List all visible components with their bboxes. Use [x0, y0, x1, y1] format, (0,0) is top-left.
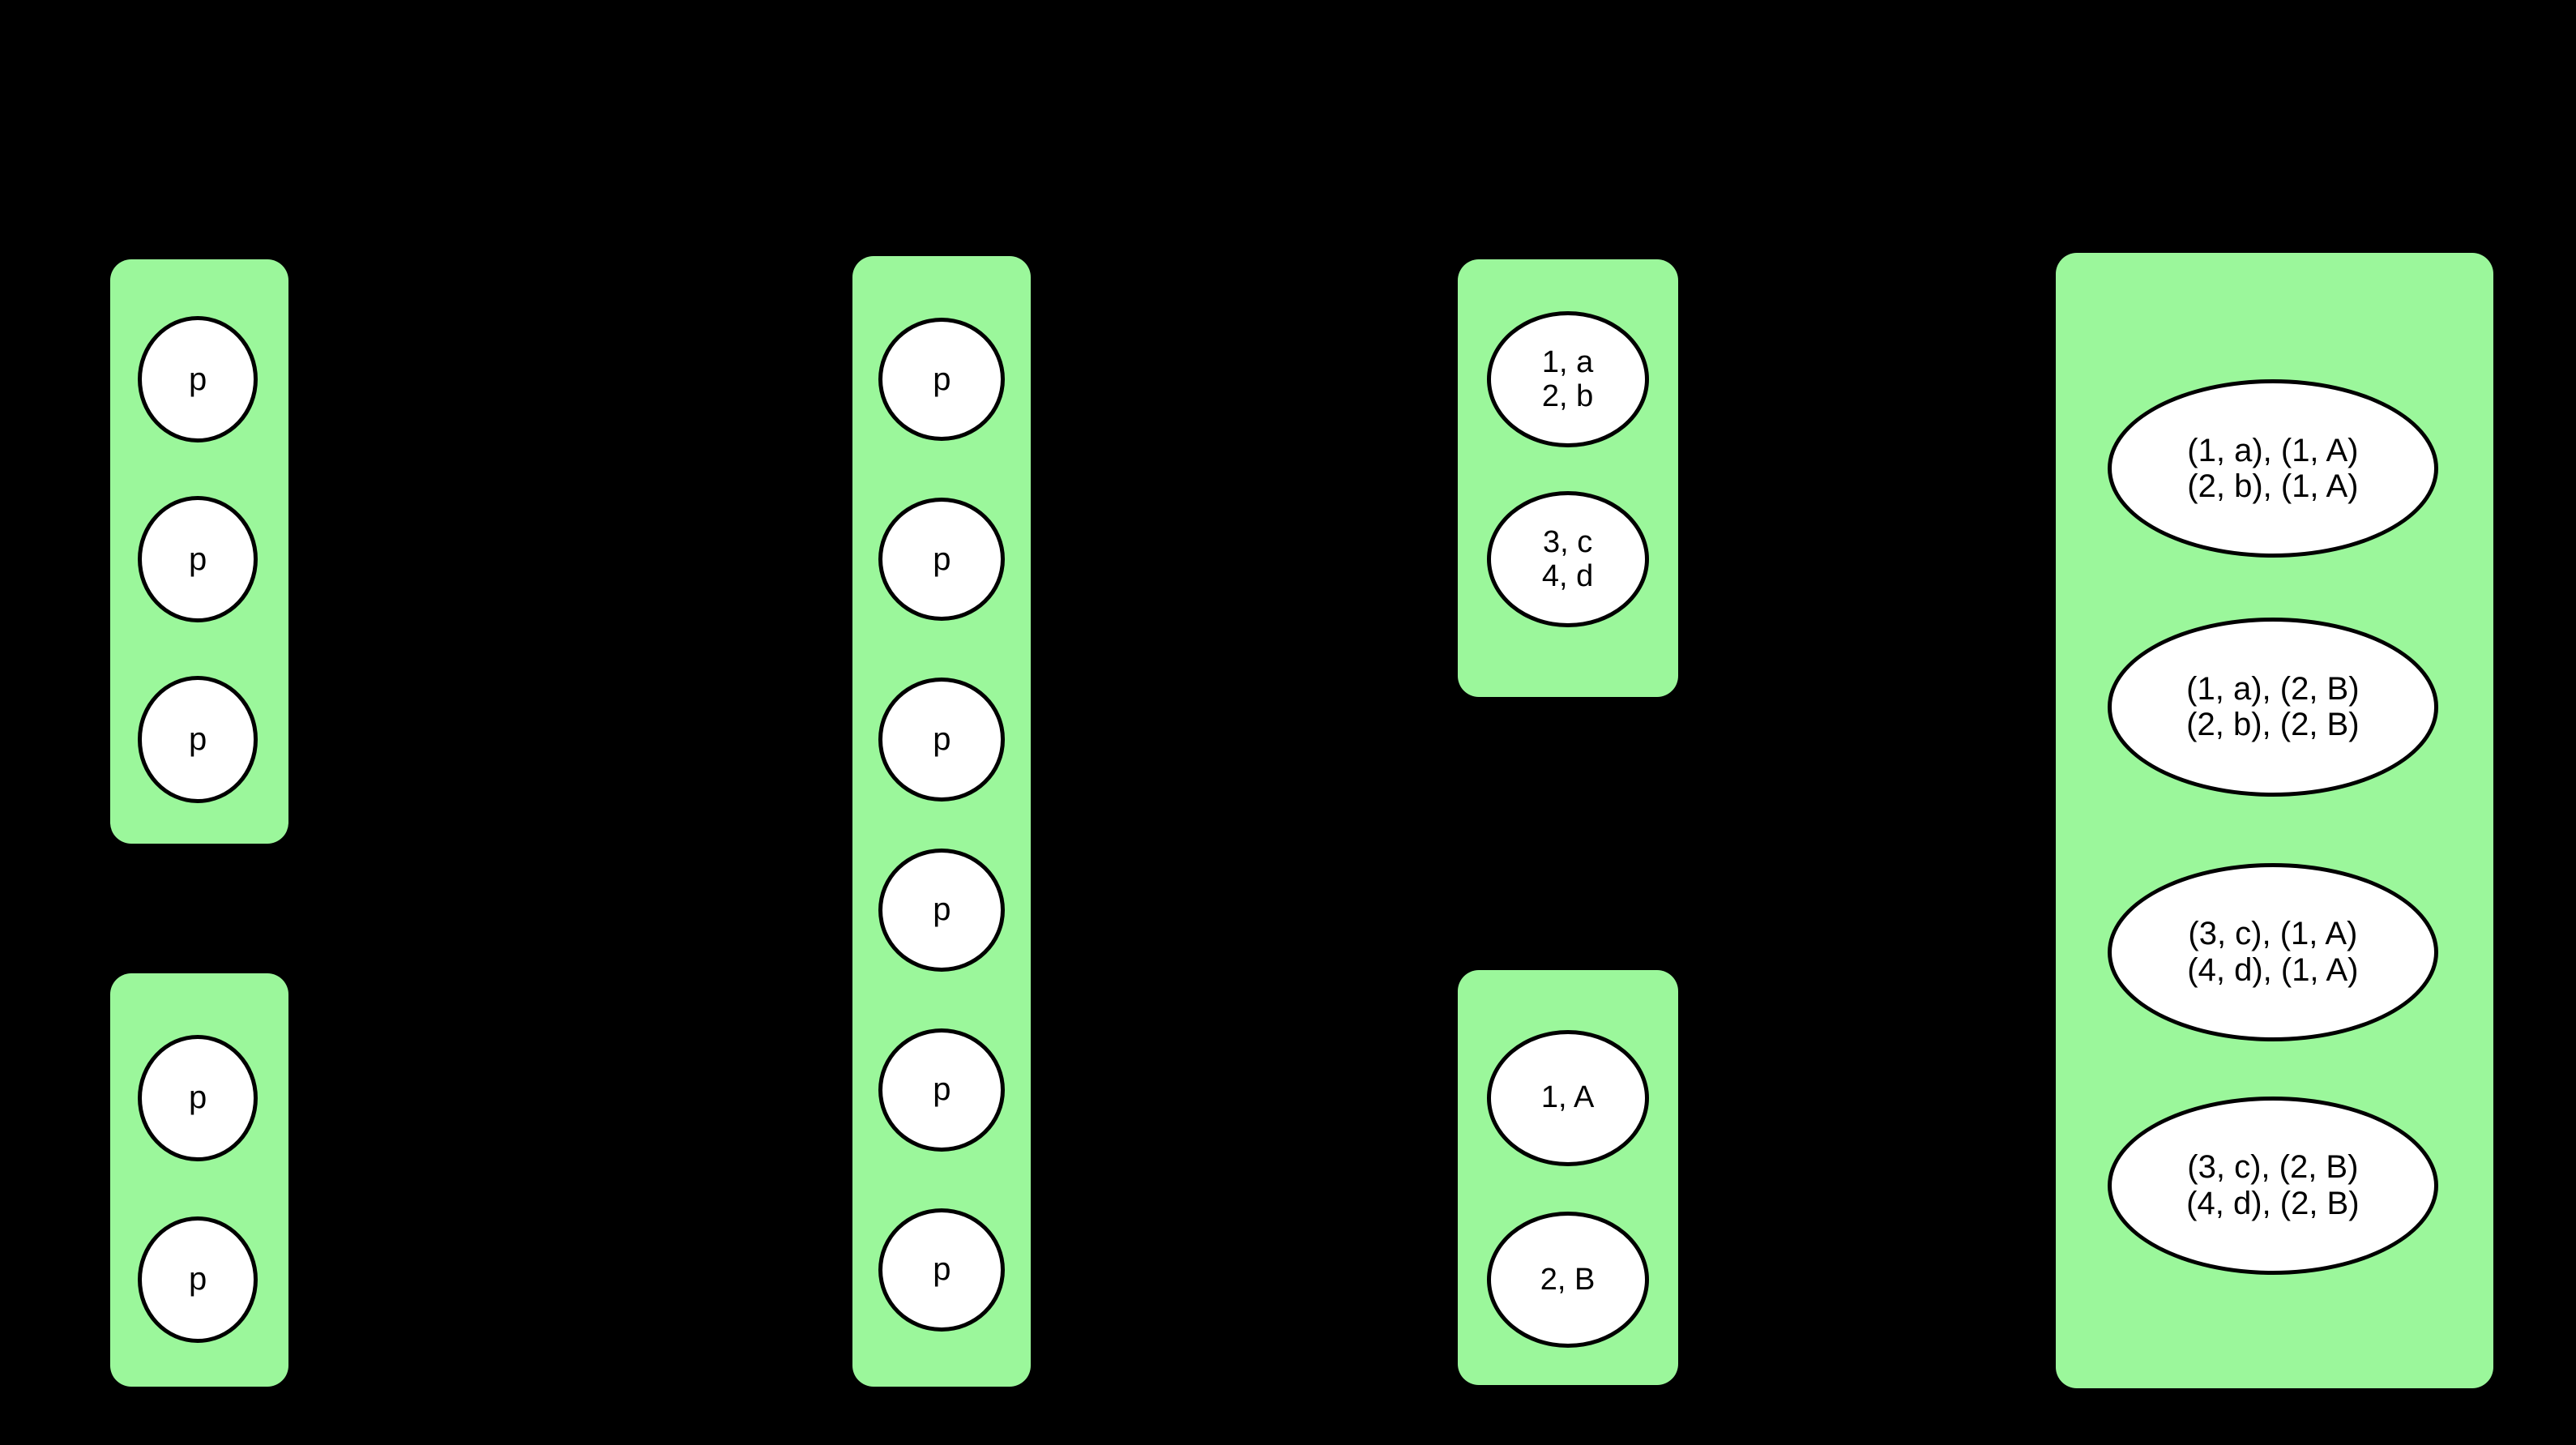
solid-edges-left [253, 352, 863, 1263]
graph-node[interactable]: p [138, 1034, 258, 1161]
graph-node[interactable]: p [138, 316, 258, 443]
graph-node[interactable]: p [878, 678, 1006, 802]
graph-node[interactable]: p [878, 848, 1006, 972]
graph-node[interactable]: 3, c 4, d [1486, 491, 1649, 628]
graph-node[interactable]: p [138, 496, 258, 623]
graph-node[interactable]: 2, B [1486, 1211, 1649, 1348]
graph-node[interactable]: p [878, 318, 1006, 442]
graph-node[interactable]: p [878, 498, 1006, 622]
dashed-edges-right [1624, 492, 2065, 1263]
graph-node[interactable]: (1, a), (1, A) (2, b), (1, A) [2107, 379, 2438, 558]
graph-node[interactable]: (3, c), (2, B) (4, d), (2, B) [2107, 1096, 2438, 1275]
graph-node[interactable]: p [138, 1216, 258, 1343]
graph-node[interactable]: 1, a 2, b [1486, 311, 1649, 448]
solid-edges-right [1629, 398, 2065, 1174]
middle-partition-group [852, 256, 1032, 1387]
graph-node[interactable]: (1, a), (2, B) (2, b), (2, B) [2107, 618, 2438, 797]
graph-node[interactable]: 1, A [1486, 1029, 1649, 1166]
dashed-edges-left [244, 422, 863, 1315]
graph-node[interactable]: (3, c), (1, A) (4, d), (1, A) [2107, 862, 2438, 1041]
graph-node[interactable]: p [878, 1208, 1006, 1332]
graph-node[interactable]: p [878, 1028, 1006, 1152]
graph-node[interactable]: p [138, 676, 258, 803]
